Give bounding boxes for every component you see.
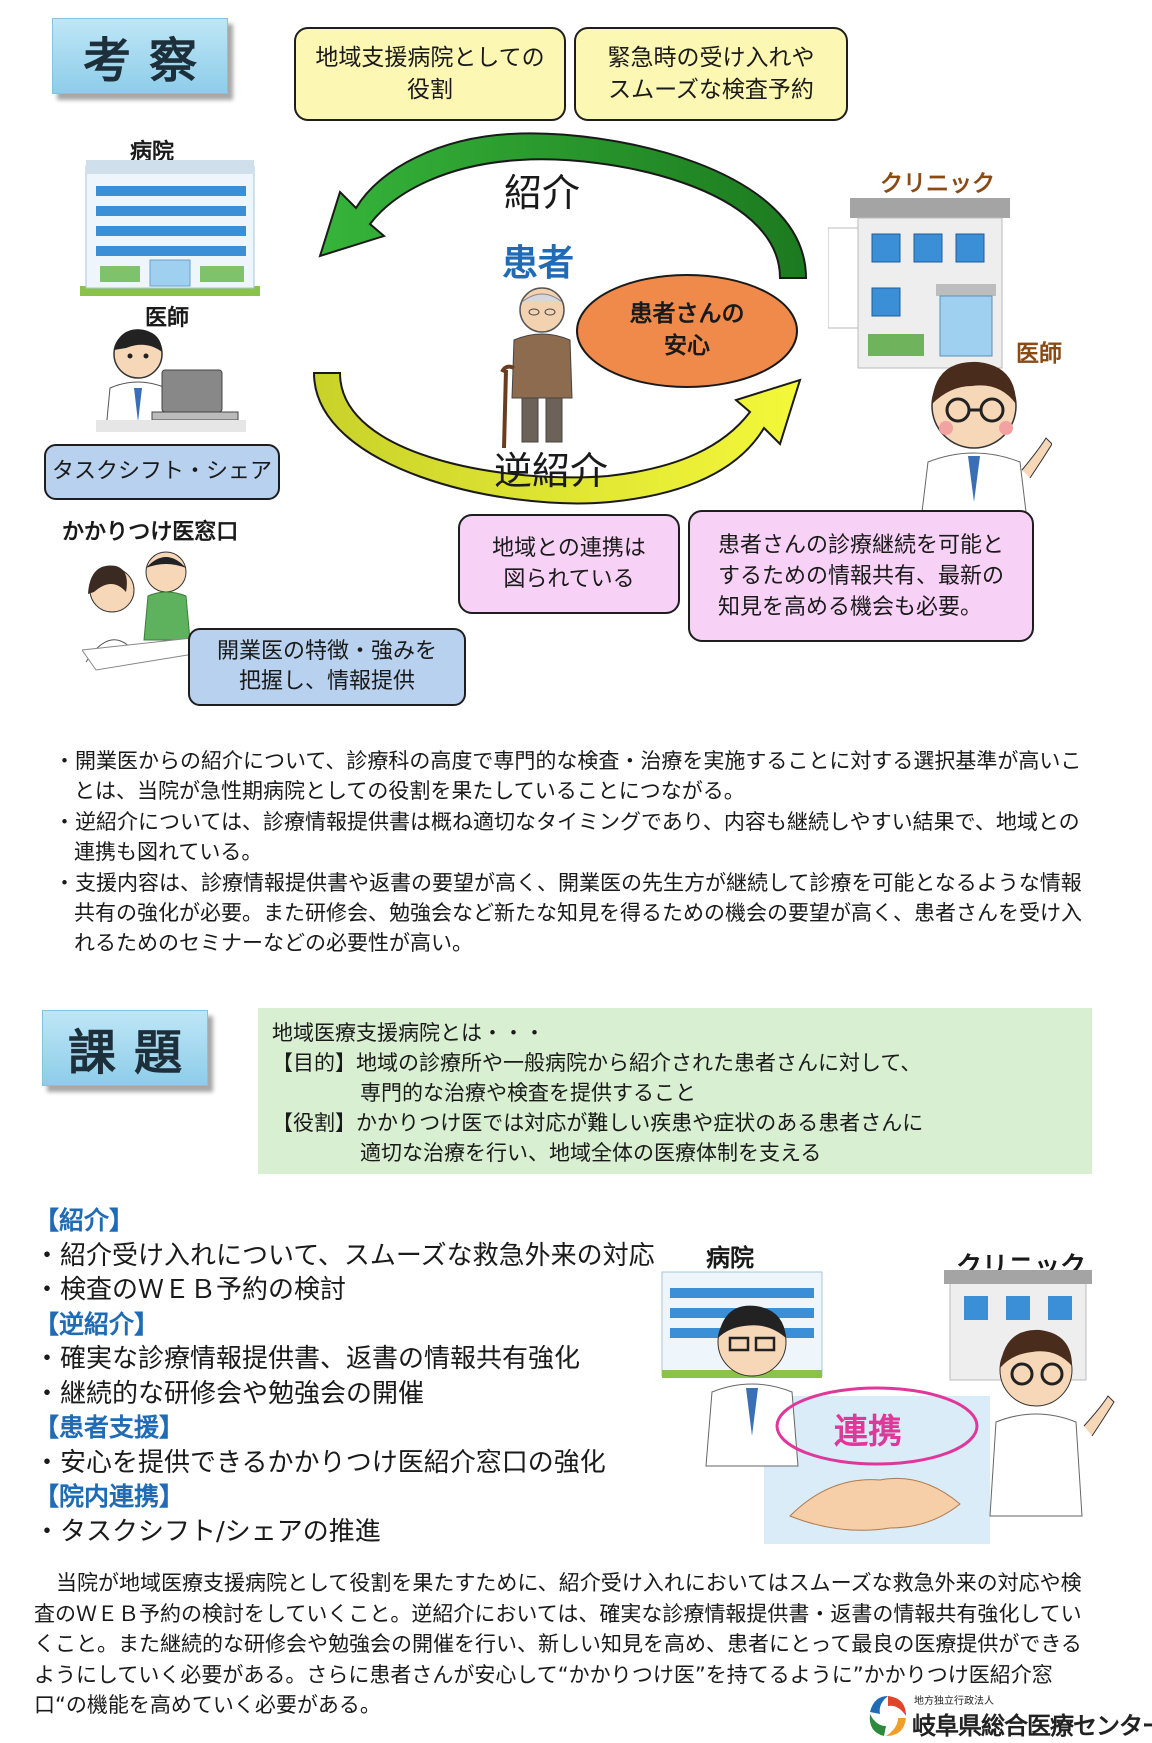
definition-box: 地域医療支援病院とは・・・ 【目的】地域の診療所や一般病院から紹介された患者さん… — [258, 1008, 1092, 1174]
kadai-heading-patient-support: 【患者支援】 — [34, 1413, 185, 1442]
yellow-box-emergency: 緊急時の受け入れや スムーズな検査予約 — [574, 27, 848, 121]
definition-role: 【役割】かかりつけ医では対応が難しい疾患や症状のある患者さんに — [272, 1111, 924, 1135]
logo-mark-icon — [869, 1696, 906, 1736]
logo-small-text: 地方独立行政法人 — [914, 1696, 994, 1707]
bullet-item: 逆紹介については、診療情報提供書は概ね適切なタイミングであり、内容も継続しやすい… — [58, 807, 1088, 867]
definition-purpose-cont: 専門的な治療や検査を提供すること — [360, 1081, 696, 1105]
kakaritsuke-label: かかりつけ医窓口 — [62, 520, 239, 545]
consultation-window-icon — [82, 551, 208, 671]
patient-relief-text: 患者さんの 安心 — [629, 301, 745, 359]
clinic-label: クリニック — [880, 171, 995, 197]
collaboration-illustration — [661, 1270, 1115, 1544]
kousatsu-title: 考察 — [52, 18, 228, 94]
kadai-heading-referral: 【紹介】 — [34, 1206, 135, 1235]
doctor-at-laptop-icon — [96, 329, 246, 432]
doctor-left-label: 医師 — [145, 306, 190, 331]
kadai-list: 【紹介】 紹介受け入れについて、スムーズな救急外来の対応 検査のＷＥＢ予約の検討… — [34, 1204, 674, 1549]
closing-paragraph: 当院が地域医療支援病院として役割を果たすために、紹介受け入れにおいてはスムーズな… — [34, 1571, 1082, 1717]
doctor-right-label: 医師 — [1016, 341, 1062, 367]
definition-intro: 地域医療支援病院とは・・・ — [272, 1021, 545, 1045]
definition-role-cont: 適切な治療を行い、地域全体の医療体制を支える — [360, 1141, 822, 1165]
reverse-referral-label: 逆紹介 — [494, 449, 609, 493]
kaigyoui-info-box: 開業医の特徴・強みを 把握し、情報提供 — [188, 628, 466, 706]
referral-cycle-arrows — [312, 132, 808, 505]
kadai-item: 安心を提供できるかかりつけ医紹介窓口の強化 — [34, 1446, 674, 1481]
gifu-medical-center-logo: 地方独立行政法人 岐阜県総合医療センター — [868, 1690, 1152, 1740]
kadai-item: 継続的な研修会や勉強会の開催 — [34, 1377, 674, 1412]
definition-purpose: 【目的】地域の診療所や一般病院から紹介された患者さんに対して、 — [272, 1051, 922, 1075]
doctor-with-glasses-icon — [921, 361, 1052, 512]
patient-relief-ellipse — [576, 274, 798, 388]
kadai-item: 検査のＷＥＢ予約の検討 — [34, 1273, 674, 1308]
task-shift-box: タスクシフト・シェア — [44, 444, 280, 500]
renkei-label: 連携 — [834, 1412, 902, 1452]
yellow-box-role: 地域支援病院としての 役割 — [294, 27, 566, 121]
pink-box-info-sharing: 患者さんの診療継続を可能と するための情報共有、最新の 知見を高める機会も必要。 — [688, 510, 1034, 642]
logo-name: 岐阜県総合医療センター — [912, 1712, 1152, 1740]
clinic-building-icon — [828, 198, 1010, 369]
kadai-heading-internal-link: 【院内連携】 — [34, 1482, 185, 1511]
yellow-arrow — [312, 372, 802, 505]
bullet-item: 支援内容は、診療情報提供書や返書の要望が高く、開業医の先生方が継続して診療を可能… — [58, 868, 1088, 958]
elderly-patient-icon — [500, 287, 573, 449]
kadai-item: 確実な診療情報提供書、返書の情報共有強化 — [34, 1342, 674, 1377]
kadai-item: 紹介受け入れについて、スムーズな救急外来の対応 — [34, 1239, 674, 1274]
kadai-item: タスクシフト/シェアの推進 — [34, 1515, 674, 1550]
bullet-item: 開業医からの紹介について、診療科の高度で専門的な検査・治療を実施することに対する… — [58, 746, 1088, 806]
patient-label: 患者 — [502, 243, 575, 284]
kousatsu-bullet-list: 開業医からの紹介について、診療科の高度で専門的な検査・治療を実施することに対する… — [58, 746, 1088, 959]
hospital-building-icon — [80, 160, 260, 296]
collab-hospital-label: 病院 — [706, 1244, 754, 1272]
green-arrow — [318, 132, 808, 279]
kadai-title: 課題 — [42, 1010, 208, 1086]
kadai-heading-reverse-referral: 【逆紹介】 — [34, 1309, 160, 1339]
referral-label: 紹介 — [504, 171, 581, 215]
pink-box-regional-link: 地域との連携は 図られている — [458, 514, 680, 614]
